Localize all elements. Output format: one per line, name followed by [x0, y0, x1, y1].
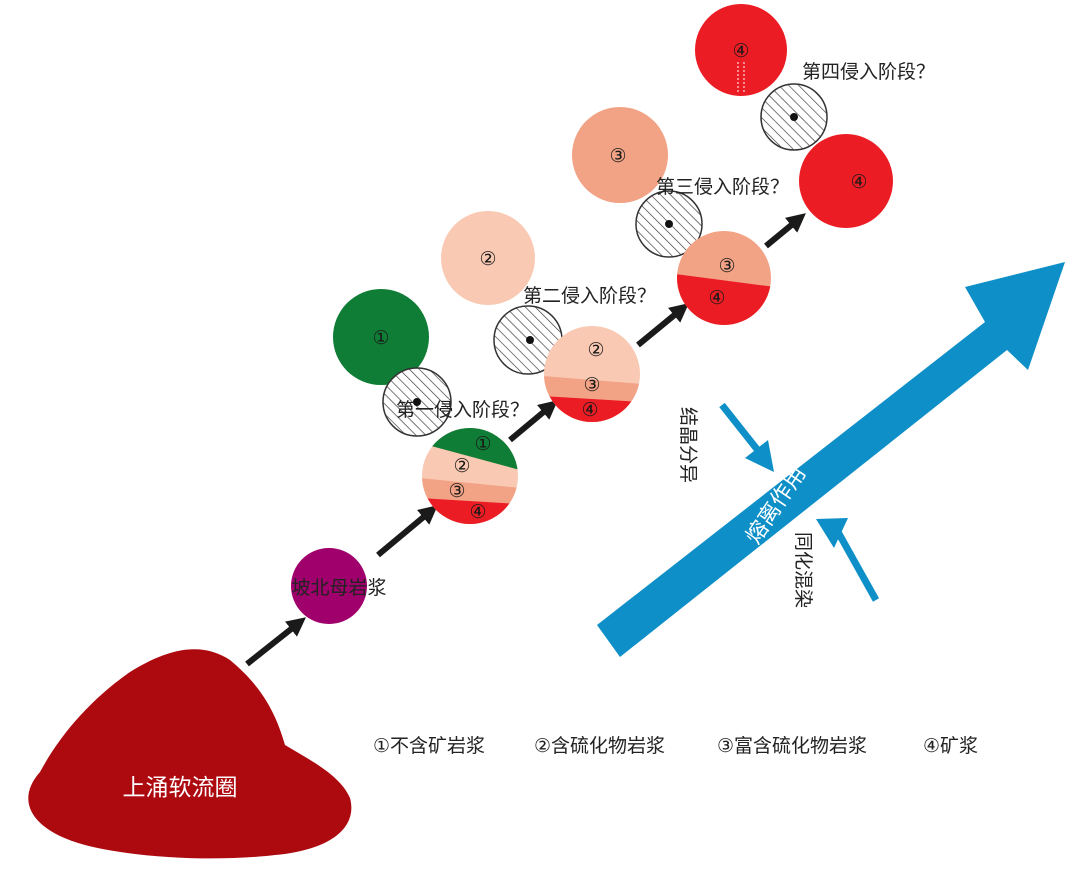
crystallization-arrow: [719, 402, 774, 472]
stage2-m3-layer-mark: ③: [583, 374, 600, 396]
flow-arrow-parent-to-stage1: [376, 505, 438, 558]
stage4-chamber-dot: [790, 113, 798, 121]
flow-arrow-stage1-to-stage2: [508, 400, 558, 443]
legend: ①不含矿岩浆 ②含硫化物岩浆 ③富含硫化物岩浆 ④矿浆: [373, 735, 978, 757]
assimilation-label: 同化混染: [792, 532, 814, 608]
flow-arrow-stage3-to-stage4: [764, 213, 806, 249]
stage2-m2-mark: ②: [479, 248, 496, 270]
parent-magma-circle: [291, 548, 367, 624]
stage2-m4-layer-mark: ④: [581, 399, 598, 421]
stage3-m4-layer-mark: ④: [708, 287, 725, 309]
stage3-label: 第三侵入阶段？: [656, 176, 789, 198]
stage4-m4-mark-top: ④: [732, 40, 749, 62]
stage3-m3-mark: ③: [609, 145, 626, 167]
legend-item-4: ④矿浆: [923, 735, 978, 757]
stage1-label: 第一侵入阶段？: [396, 399, 529, 421]
legend-item-3: ③富含硫化物岩浆: [717, 735, 867, 757]
stage1-m1-circle: [333, 289, 429, 385]
stage2-label: 第二侵入阶段？: [523, 285, 656, 307]
stage1-m1-mark: ①: [372, 327, 389, 349]
stage1-m1-layer-mark: ①: [474, 433, 491, 455]
stage4-m4-circle-top: [695, 4, 787, 96]
stage4-group: ④ ④ 第四侵入阶段？: [695, 4, 935, 228]
stage2-group: ② ② ③ ④ 第二侵入阶段？: [441, 211, 656, 422]
stage1-m3-layer-mark: ③: [448, 480, 465, 502]
flow-arrow-stage2-to-stage3: [636, 303, 689, 348]
legend-item-2: ②含硫化物岩浆: [534, 735, 665, 757]
stage4-m4-circle: [799, 134, 893, 228]
stage2-m2-layer-mark: ②: [587, 339, 604, 361]
flow-arrow-source-to-parent: [245, 617, 307, 667]
stage1-m4-layer-mark: ④: [469, 501, 486, 523]
stage4-m4-mark: ④: [850, 171, 867, 193]
stage1-chamber-dot: [413, 398, 421, 406]
stage2-chamber-dot: [526, 336, 534, 344]
crystallization-label: 结晶分异: [677, 407, 699, 483]
stage1-m2-layer-mark: ②: [453, 455, 470, 477]
stage3-layered-circle: [677, 231, 771, 325]
asthenosphere-label: 上涌软流圈: [123, 775, 238, 801]
stage4-label: 第四侵入阶段？: [802, 61, 935, 83]
asthenosphere-blob: [28, 649, 352, 859]
liquation-big-arrow: [597, 262, 1065, 657]
parent-magma-label: 坡北母岩浆: [291, 577, 386, 599]
stage3-chamber-dot: [665, 220, 673, 228]
stage3-group: ③ ③ ④ 第三侵入阶段？: [572, 107, 789, 325]
assimilation-arrow: [816, 518, 880, 602]
stage2-m2-circle: [441, 211, 535, 305]
legend-item-1: ①不含矿岩浆: [373, 735, 485, 757]
stage3-m3-circle: [572, 107, 668, 203]
stage3-m3-layer-mark: ③: [718, 255, 735, 277]
flow-arrows: [245, 213, 806, 667]
